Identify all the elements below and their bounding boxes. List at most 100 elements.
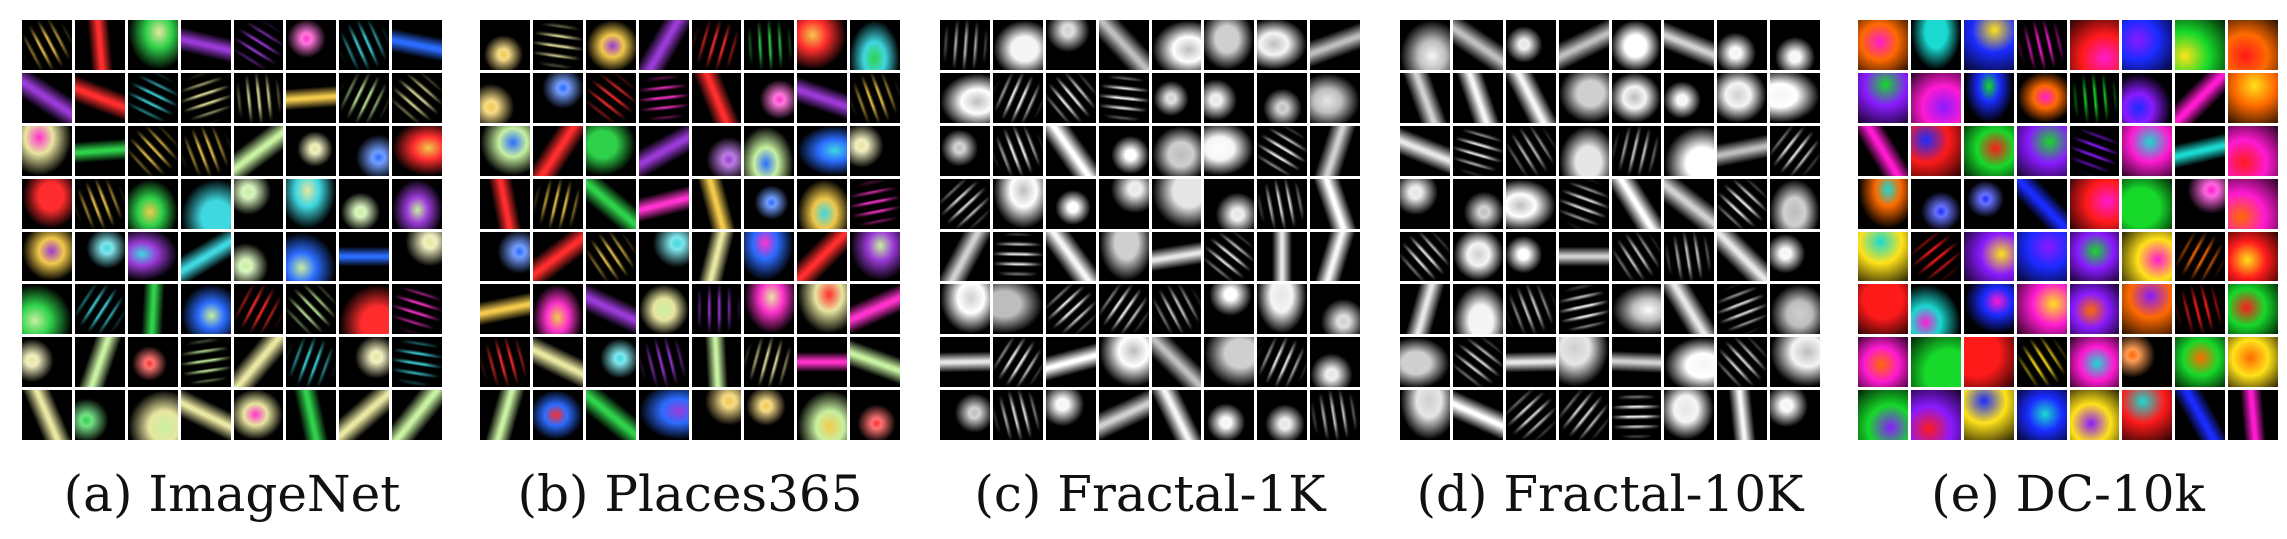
filter-tile	[180, 125, 231, 176]
filter-tile	[1400, 20, 1450, 70]
filter-tile	[1858, 125, 1908, 176]
filter-tile	[2016, 231, 2067, 282]
filter-tile	[850, 178, 900, 229]
filter-tile	[1045, 178, 1096, 229]
filter-tile	[532, 231, 583, 282]
filter-tile	[1963, 284, 2014, 335]
caption-fractal-10k: (d) Fractal-10K	[1416, 465, 1804, 523]
filter-tile	[1963, 337, 2014, 388]
filter-tile	[233, 231, 284, 282]
filter-tile	[992, 284, 1043, 335]
filter-tile	[22, 178, 72, 229]
filter-tile	[1204, 390, 1255, 440]
filter-tile	[480, 125, 530, 176]
filter-tile	[180, 390, 231, 440]
filter-tile	[585, 125, 636, 176]
filter-tile	[1664, 231, 1715, 282]
filter-tile	[744, 20, 795, 70]
filter-tile	[1505, 20, 1556, 70]
filter-tile	[1717, 20, 1768, 70]
filter-tile	[1910, 284, 1961, 335]
filter-tile	[1664, 72, 1715, 123]
filter-tile	[638, 390, 689, 440]
filter-tile	[1858, 178, 1908, 229]
filter-tile	[940, 390, 990, 440]
filter-tile	[233, 337, 284, 388]
filter-tile	[850, 337, 900, 388]
filter-tile	[1452, 284, 1503, 335]
filter-tile	[744, 284, 795, 335]
filter-tile	[1098, 125, 1149, 176]
filter-tile	[480, 72, 530, 123]
filter-tile	[940, 72, 990, 123]
filter-tile	[638, 337, 689, 388]
filter-tile	[2069, 337, 2120, 388]
filter-tile	[1717, 72, 1768, 123]
filter-tile	[2069, 125, 2120, 176]
filter-tile	[797, 125, 848, 176]
filter-tile	[1452, 178, 1503, 229]
filter-tile	[2228, 390, 2278, 440]
filter-tile	[691, 284, 742, 335]
filter-tile	[638, 178, 689, 229]
filter-tile	[1963, 178, 2014, 229]
filter-tile	[1098, 178, 1149, 229]
filter-tile	[1310, 125, 1360, 176]
filter-tile	[74, 284, 125, 335]
filter-tile	[1910, 178, 1961, 229]
filter-tile	[1770, 178, 1820, 229]
filter-tile	[1045, 284, 1096, 335]
filter-tile	[2016, 390, 2067, 440]
filter-tile	[691, 337, 742, 388]
filter-tile	[992, 72, 1043, 123]
filter-tile	[1611, 284, 1662, 335]
filter-tile	[1558, 20, 1609, 70]
filter-tile	[940, 178, 990, 229]
filter-tile	[585, 284, 636, 335]
filter-tile	[797, 20, 848, 70]
filter-tile	[585, 20, 636, 70]
filter-tile	[1611, 390, 1662, 440]
filter-tile	[532, 125, 583, 176]
filter-tile	[2228, 337, 2278, 388]
filter-tile	[2122, 231, 2173, 282]
filter-tile	[1310, 390, 1360, 440]
filter-tile	[1098, 20, 1149, 70]
filter-tile	[1664, 337, 1715, 388]
filter-tile	[233, 72, 284, 123]
filter-tile	[1505, 125, 1556, 176]
filter-tile	[850, 284, 900, 335]
filter-tile	[2122, 72, 2173, 123]
panel-dc-10k: (e) DC-10k	[1858, 20, 2278, 523]
filter-tile	[127, 390, 178, 440]
filter-tile	[1045, 337, 1096, 388]
filter-tile	[850, 72, 900, 123]
panel-places365: (b) Places365	[480, 20, 900, 523]
panel-fractal-1k: (c) Fractal-1K	[940, 20, 1360, 523]
filter-tile	[392, 72, 442, 123]
filter-tile	[286, 178, 337, 229]
filter-tile	[1858, 390, 1908, 440]
filter-tile	[1204, 72, 1255, 123]
filter-tile	[2016, 20, 2067, 70]
filter-tile	[1910, 72, 1961, 123]
filter-tile	[1310, 284, 1360, 335]
filter-tile	[797, 178, 848, 229]
filter-tile	[1611, 125, 1662, 176]
filter-tile	[286, 337, 337, 388]
filter-tile	[1770, 390, 1820, 440]
filter-tile	[850, 20, 900, 70]
filter-tile	[74, 231, 125, 282]
panel-imagenet: (a) ImageNet	[22, 20, 442, 523]
filter-grid-fractal-10k	[1400, 20, 1820, 440]
filter-tile	[2228, 20, 2278, 70]
filter-tile	[992, 20, 1043, 70]
filter-tile	[2122, 20, 2173, 70]
filter-tile	[127, 337, 178, 388]
filter-tile	[1204, 178, 1255, 229]
filter-tile	[1858, 337, 1908, 388]
filter-tile	[1204, 284, 1255, 335]
filter-tile	[1558, 337, 1609, 388]
filter-tile	[392, 20, 442, 70]
filter-tile	[744, 390, 795, 440]
